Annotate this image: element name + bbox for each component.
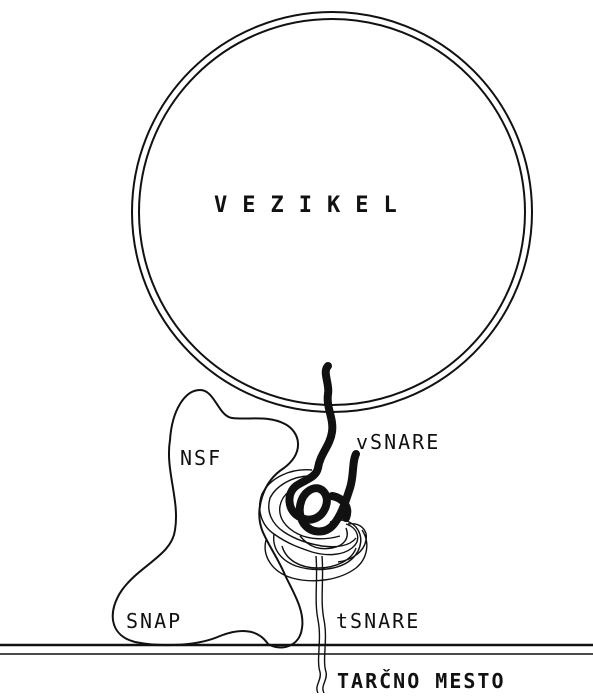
tsnare-contour-7 <box>338 524 366 562</box>
vesicle-label: VEZIKEL <box>214 193 412 218</box>
snap-label: SNAP <box>126 609 182 633</box>
target-site-label: TARČNO MESTO <box>337 669 506 693</box>
tsnare-tail-left <box>316 556 320 693</box>
tsnare-label: tSNARE <box>336 609 420 633</box>
tsnare <box>260 470 367 693</box>
nsf-label: NSF <box>180 446 222 470</box>
tsnare-tail-right <box>322 556 326 693</box>
target-membrane <box>0 645 593 654</box>
vsnare-label: vSNARE <box>356 430 440 454</box>
vsnare <box>289 366 356 532</box>
